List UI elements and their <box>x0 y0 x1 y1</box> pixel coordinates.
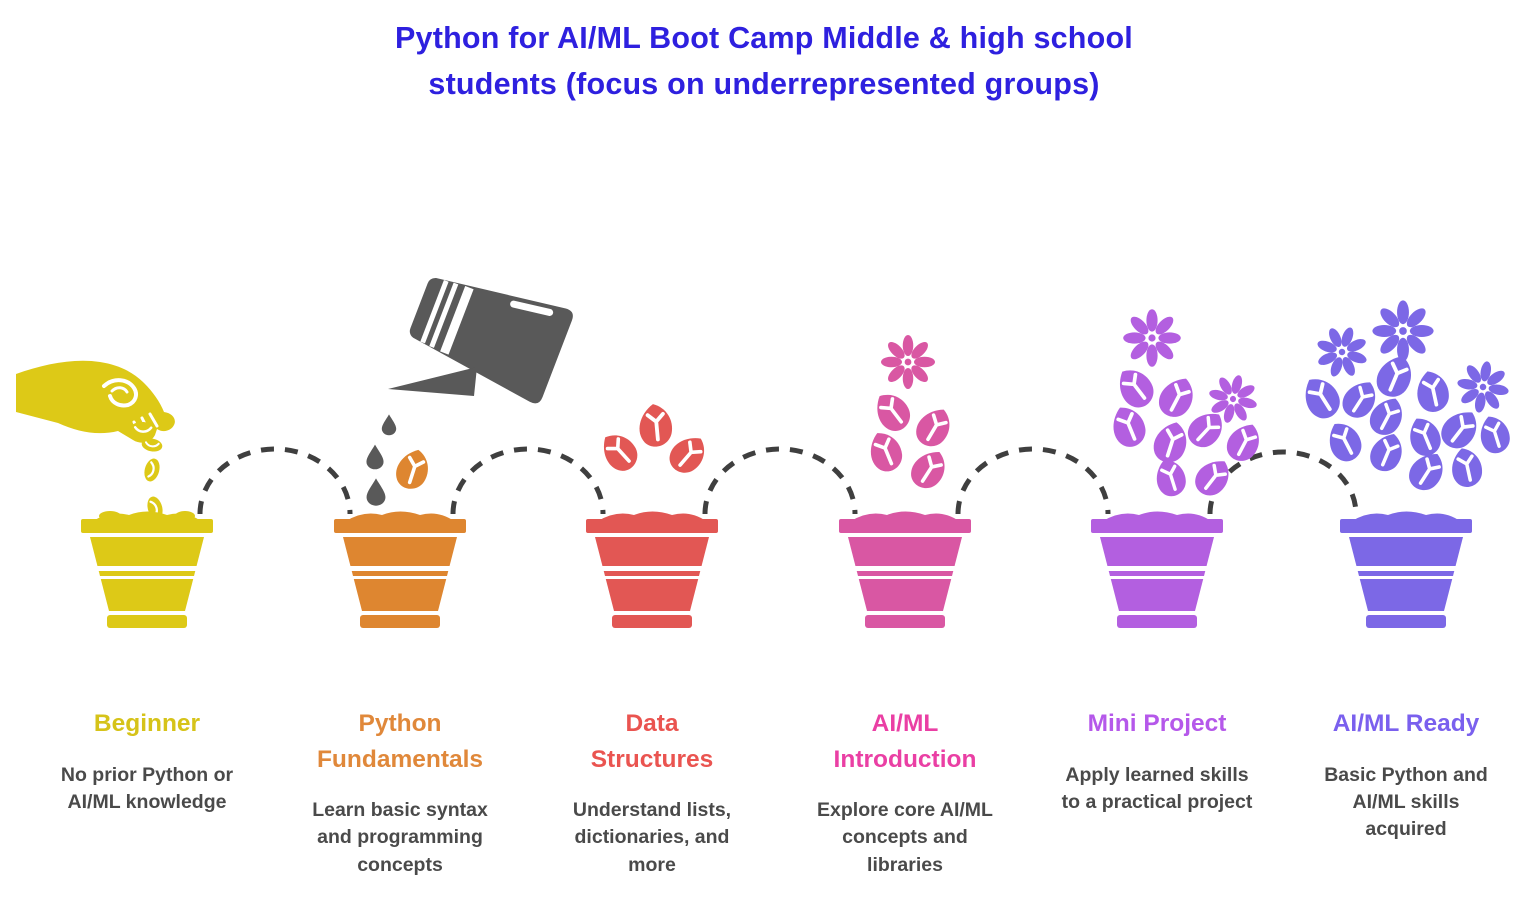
leaf-bud-icon <box>1148 416 1194 468</box>
leaf-bud-icon <box>1364 426 1410 478</box>
flower-icon <box>1452 356 1514 418</box>
leaf-bud-icon <box>1148 453 1192 502</box>
water-drop-icon <box>366 444 384 470</box>
leaf-icon <box>592 424 646 479</box>
progress-arc <box>955 446 1111 515</box>
pot-icon <box>334 511 466 628</box>
leaf-bud-icon <box>1103 399 1154 454</box>
stage-column-beginner: Beginner No prior Python or AI/ML knowle… <box>29 706 265 816</box>
pot-icon <box>839 511 971 628</box>
stage-label: Python Fundamentals <box>316 710 484 773</box>
stage-description: Explore core AI/ML concepts and librarie… <box>817 799 993 876</box>
stage-label: AI/ML Introduction <box>833 710 977 773</box>
hand-planting-seeds-icon <box>16 360 195 523</box>
stage-column-python-fundamentals: Python Fundamentals Learn basic syntax a… <box>282 706 518 879</box>
leaf-bud-icon <box>903 442 955 496</box>
progress-arc <box>450 446 606 515</box>
leaf-bud-icon <box>1187 450 1239 504</box>
leaf-bud-icon <box>1444 442 1488 492</box>
flower-icon <box>1372 300 1434 362</box>
stage-column-mini-project: Mini Project Apply learned skills to a p… <box>1039 706 1275 816</box>
leaf-bud-icon <box>1409 365 1455 418</box>
leaf-bud-icon <box>1400 410 1448 463</box>
stage-label: Beginner <box>93 710 201 737</box>
leaf-bud-icon <box>1370 348 1420 404</box>
leaf-icon <box>634 400 677 451</box>
stage-label: Data Structures <box>590 710 714 773</box>
pot-icon <box>81 511 213 628</box>
leaf-bud-icon <box>1293 368 1349 427</box>
stage-column-data-structures: Data Structures Understand lists, dictio… <box>534 706 770 879</box>
leaf-bud-icon <box>1152 369 1202 425</box>
leaf-bud-icon <box>1319 414 1370 469</box>
stage-description: Basic Python and AI/ML skills acquired <box>1324 763 1488 841</box>
sprout-leaf-icon <box>390 443 435 495</box>
stage-label: Mini Project <box>1087 710 1227 737</box>
water-drop-icon <box>381 414 397 436</box>
stage-column-aiml-ready: AI/ML Ready Basic Python and AI/ML skill… <box>1288 706 1524 843</box>
seed-icon <box>140 455 164 485</box>
stage-label: AI/ML Ready <box>1332 710 1480 737</box>
stage-description: No prior Python or AI/ML knowledge <box>60 763 234 813</box>
pot-icon <box>1091 511 1223 628</box>
leaf-bud-icon <box>1472 410 1516 459</box>
leaf-bud-icon <box>860 425 910 479</box>
flower-buds-icon <box>860 335 959 496</box>
progress-arc <box>1207 449 1359 515</box>
leaf-bud-icon <box>865 384 919 439</box>
watering-can-icon <box>366 278 573 506</box>
flower-icon <box>1123 309 1181 367</box>
leaf-icon <box>661 427 715 482</box>
progress-arc <box>197 446 353 515</box>
progress-arc <box>702 446 858 515</box>
leaf-bud-icon <box>909 400 959 454</box>
stage-column-aiml-introduction: AI/ML Introduction Explore core AI/ML co… <box>787 706 1023 879</box>
flower-icon <box>881 335 935 389</box>
pot-icon <box>1340 511 1472 628</box>
blooming-flowers-icon <box>1103 309 1268 504</box>
leaf-bud-icon <box>1220 416 1268 468</box>
stage-description: Learn basic syntax and programming conce… <box>312 799 488 876</box>
pot-icon <box>586 511 718 628</box>
leaf-bud-icon <box>1180 402 1232 456</box>
flower-icon <box>1308 318 1376 386</box>
stage-description: Understand lists, dictionaries, and more <box>572 799 732 876</box>
sprouting-leaves-icon <box>592 400 715 482</box>
stage-description: Apply learned skills to a practical proj… <box>1061 763 1253 813</box>
water-drop-icon <box>366 478 386 506</box>
leaf-bud-icon <box>1107 360 1163 416</box>
page-title: Python for AI/ML Boot Camp Middle & high… <box>395 21 1133 101</box>
